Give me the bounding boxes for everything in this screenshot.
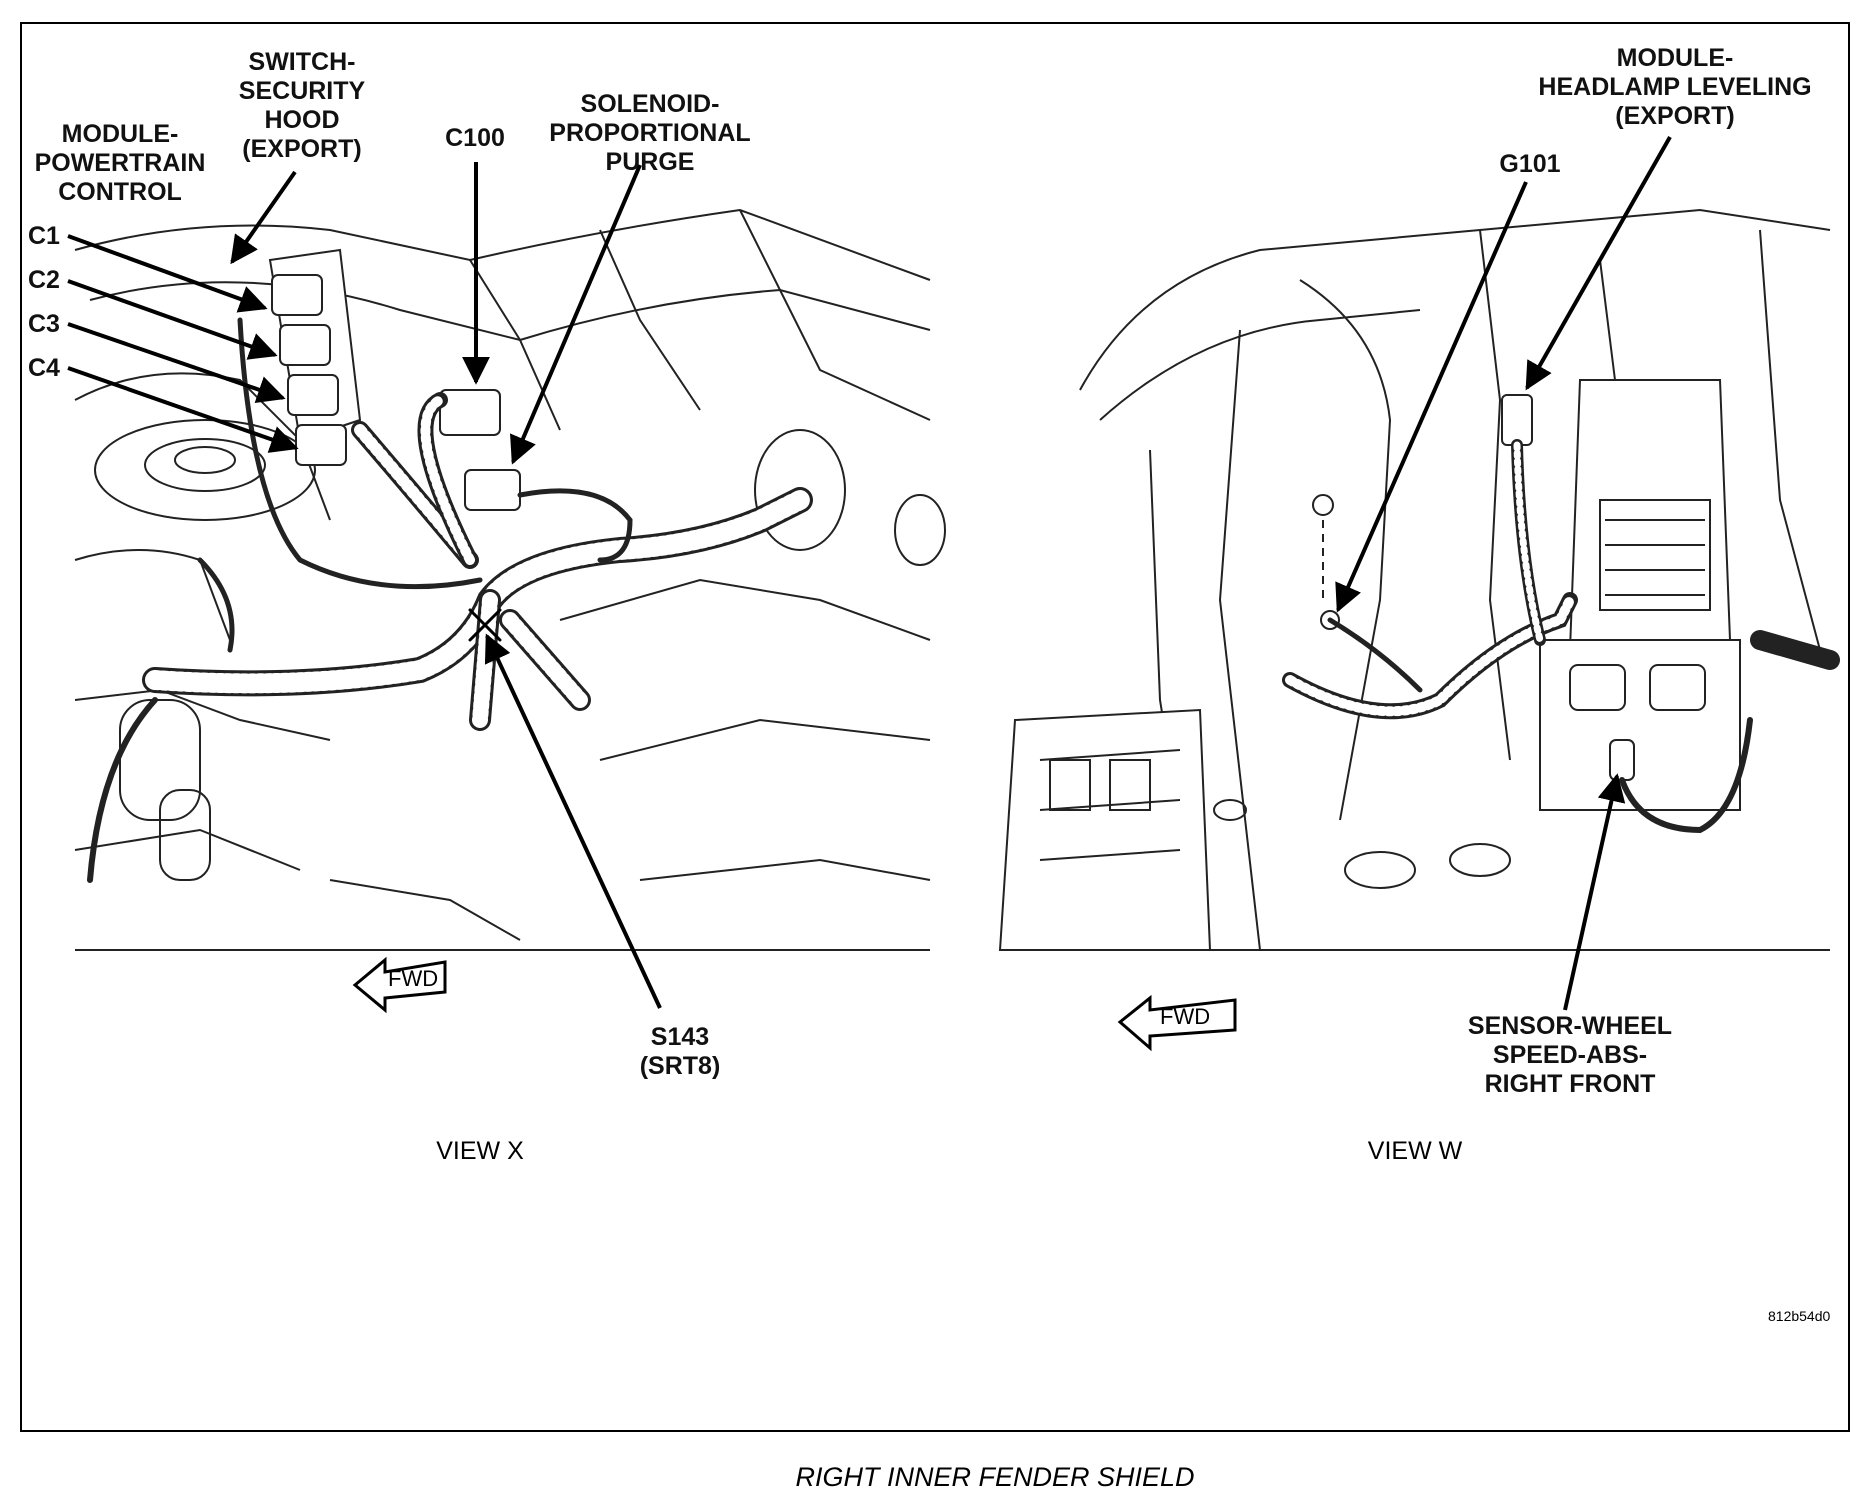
view-x-illustration bbox=[74, 208, 946, 951]
fwd-label-view-w: FWD bbox=[1160, 1004, 1211, 1029]
label-c1: C1 bbox=[28, 222, 60, 250]
label-switch-security-hood: SWITCH- SECURITY HOOD (EXPORT) bbox=[238, 48, 366, 163]
label-g101: G101 bbox=[1499, 150, 1561, 178]
view-w-harness bbox=[1282, 439, 1840, 834]
label-c100: C100 bbox=[445, 124, 505, 152]
label-sensor-wheel-speed-abs-right-front: SENSOR-WHEEL SPEED-ABS- RIGHT FRONT bbox=[1467, 1012, 1673, 1098]
leader-c2 bbox=[67, 279, 278, 360]
label-module-powertrain-control: MODULE- POWERTRAIN CONTROL bbox=[34, 120, 206, 206]
label-module-headlamp-leveling: MODULE- HEADLAMP LEVELING (EXPORT) bbox=[1538, 44, 1812, 130]
view-x-label: VIEW X bbox=[436, 1137, 524, 1165]
view-x-harness bbox=[87, 317, 813, 883]
leader-c3 bbox=[67, 322, 286, 404]
diagram-frame bbox=[20, 22, 1850, 1432]
leader-c1 bbox=[67, 234, 268, 313]
leader-g101 bbox=[1335, 181, 1528, 613]
leader-headlamp-leveling bbox=[1525, 136, 1672, 391]
label-c2: C2 bbox=[28, 266, 60, 294]
leader-lines bbox=[67, 136, 1672, 1011]
leader-sensor-wheel bbox=[1563, 773, 1626, 1011]
label-solenoid-proportional-purge: SOLENOID- PROPORTIONAL PURGE bbox=[549, 90, 751, 176]
label-c4: C4 bbox=[28, 354, 60, 382]
leader-switch-security-hood bbox=[230, 170, 297, 265]
leader-c4 bbox=[67, 366, 299, 453]
reference-code: 812b54d0 bbox=[1768, 1308, 1831, 1324]
label-c3: C3 bbox=[28, 310, 60, 338]
view-w-label: VIEW W bbox=[1367, 1137, 1463, 1165]
leader-solenoid bbox=[510, 164, 642, 465]
fwd-label-view-x: FWD bbox=[388, 966, 439, 991]
fwd-arrow-view-w bbox=[1117, 994, 1237, 1052]
diagram-caption: RIGHT INNER FENDER SHIELD bbox=[795, 1462, 1195, 1492]
label-s143: S143 (SRT8) bbox=[639, 1023, 721, 1080]
view-w-illustration bbox=[998, 208, 1831, 951]
fwd-arrow-view-x bbox=[352, 956, 447, 1014]
leader-s143 bbox=[484, 633, 662, 1009]
